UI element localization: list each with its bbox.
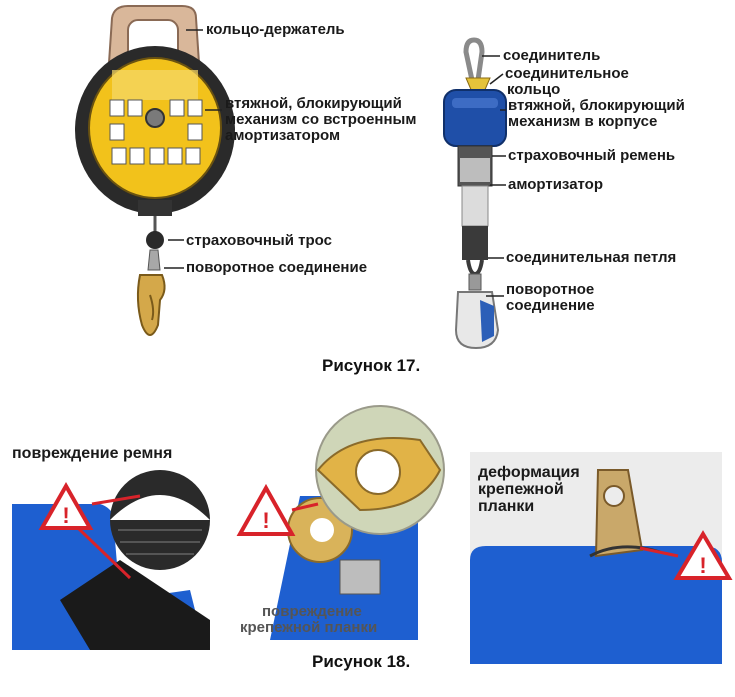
label-connector: соединитель (503, 47, 601, 64)
svg-text:!: ! (262, 508, 269, 533)
svg-text:!: ! (699, 553, 706, 578)
label-cable: страховочный трос (186, 232, 332, 249)
warning-triangle-icon: ! (236, 483, 296, 536)
strap-damage-photo (12, 470, 224, 650)
panel3-arrows (639, 546, 679, 558)
label-right-mechanism-line1: втяжной, блокирующий (508, 97, 685, 114)
svg-text:!: ! (62, 503, 69, 528)
cable-and-hook-illustration (136, 216, 166, 336)
label-strap-damage: повреждение ремня (12, 445, 173, 462)
figure18-caption: Рисунок 18. (312, 652, 411, 671)
label-absorber: амортизатор (508, 176, 604, 193)
label-plate-damage-line2: крепежной планки (240, 619, 378, 636)
label-left-mechanism-line1: втяжной, блокирующий (225, 95, 402, 112)
retractable-device-body (75, 46, 235, 216)
strap-and-absorber-illustration (457, 145, 493, 277)
figure17-caption: Рисунок 17. (322, 356, 421, 375)
label-left-mechanism-line3: амортизатором (225, 127, 341, 144)
figure17-left-leader-lines (164, 29, 222, 269)
warning-triangle-icon: ! (38, 481, 94, 530)
panel2-arrows (291, 502, 319, 512)
figure17-right-leader-lines (482, 55, 506, 297)
label-right-swivel-line2: соединение (506, 297, 595, 314)
label-plate-deformation-line2: крепежной (478, 481, 564, 498)
plate-deformation-photo (470, 452, 722, 664)
label-left-swivel: поворотное соединение (186, 259, 368, 276)
label-ring-holder: кольцо-держатель (206, 21, 345, 38)
label-plate-damage-line1: повреждение (262, 603, 362, 620)
label-right-swivel-line1: поворотное (506, 281, 595, 298)
label-plate-deformation-line1: деформация (478, 464, 580, 481)
plate-damage-photo (262, 405, 445, 640)
label-right-mechanism-line2: механизм в корпусе (508, 113, 658, 130)
label-loop: соединительная петля (506, 249, 677, 266)
label-plate-deformation-line3: планки (478, 498, 535, 515)
connector-carabiner-illustration (463, 37, 491, 93)
blue-housing-illustration (443, 89, 507, 147)
label-strap: страховочный ремень (508, 147, 676, 164)
swivel-hook-right-illustration (454, 273, 500, 350)
panel1-arrows (76, 494, 141, 580)
label-left-mechanism-line2: механизм со встроенным (225, 111, 417, 128)
warning-triangle-icon: ! (673, 530, 733, 580)
label-connecting-ring-line2: кольцо (507, 81, 561, 98)
label-connecting-ring-line1: соединительное (505, 65, 629, 82)
